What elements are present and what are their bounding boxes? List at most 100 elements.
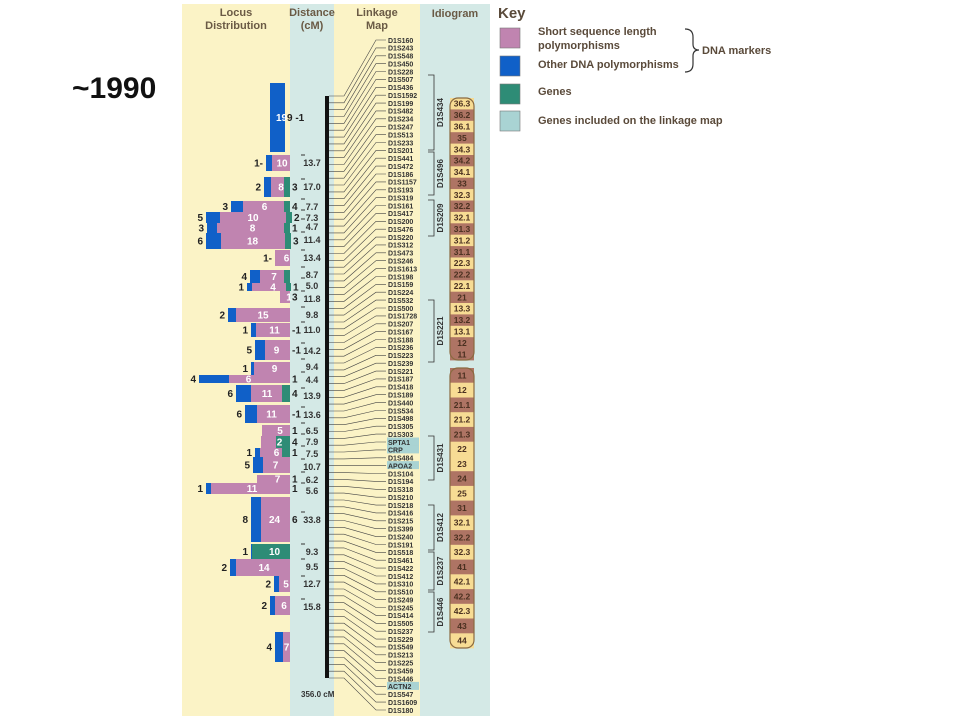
locus-count-left: 4 bbox=[266, 643, 272, 654]
linkage-line bbox=[329, 71, 386, 124]
marker-name: D1S188 bbox=[388, 337, 413, 344]
linkage-line bbox=[329, 354, 386, 371]
locus-count-right: 6 bbox=[292, 515, 298, 526]
locus-count-right: 4 bbox=[292, 438, 298, 449]
distance-value: 4.7 bbox=[306, 222, 319, 232]
marker-name: D1S207 bbox=[388, 322, 413, 329]
marker-name: D1S246 bbox=[388, 259, 413, 266]
linkage-line bbox=[329, 485, 386, 490]
marker-label: D1S198 bbox=[388, 274, 413, 281]
linkage-line bbox=[329, 126, 386, 172]
linkage-line bbox=[329, 574, 386, 593]
linkage-line bbox=[329, 347, 386, 364]
linkage-line bbox=[329, 268, 386, 295]
bracket bbox=[428, 74, 435, 151]
locus-bin: 74 bbox=[241, 270, 290, 283]
locus-count: 6 bbox=[284, 254, 290, 265]
linkage-line bbox=[329, 205, 386, 241]
locus-count-left: 2 bbox=[219, 311, 225, 322]
marker-name: D1S418 bbox=[388, 385, 413, 392]
locus-bar-other bbox=[264, 177, 271, 197]
locus-bar-gene bbox=[284, 177, 290, 197]
locus-count-left: 6 bbox=[236, 410, 242, 421]
band-label: 13.2 bbox=[454, 315, 471, 325]
linkage-line bbox=[329, 284, 386, 309]
chromosome-band bbox=[450, 166, 474, 179]
marker-name: D1S303 bbox=[388, 432, 413, 439]
band-label: 32.2 bbox=[454, 533, 471, 543]
distance-value: 11.8 bbox=[303, 294, 320, 304]
locus-count: 5 bbox=[283, 580, 289, 591]
marker-name: SPTA1 bbox=[388, 440, 410, 447]
distance-value: 15.8 bbox=[303, 602, 321, 612]
locus-bar-gene bbox=[286, 283, 291, 291]
chromosome-p-arm-outline bbox=[449, 97, 475, 361]
marker-label: D1S234 bbox=[388, 117, 413, 124]
marker-label: D1S416 bbox=[388, 511, 413, 518]
marker-name: D1S498 bbox=[388, 416, 413, 423]
linkage-line bbox=[329, 499, 386, 506]
band-label: 22.2 bbox=[454, 270, 471, 280]
bracket bbox=[428, 551, 435, 591]
marker-name: D1S510 bbox=[388, 590, 413, 597]
marker-label: CRP bbox=[387, 445, 419, 455]
marker-name: D1S245 bbox=[388, 605, 413, 612]
distance-value: 10.7 bbox=[303, 462, 321, 472]
band-label: 42.3 bbox=[454, 606, 471, 616]
marker-label: D1S476 bbox=[388, 227, 413, 234]
marker-label: D1S412 bbox=[388, 574, 413, 581]
marker-name: D1S186 bbox=[388, 172, 413, 179]
marker-name: D1S482 bbox=[388, 109, 413, 116]
locus-bar-ssl bbox=[199, 375, 290, 383]
marker-name: D1S319 bbox=[388, 195, 413, 202]
chromosome-band bbox=[450, 177, 474, 190]
locus-count: 5 bbox=[277, 426, 283, 437]
bracket bbox=[428, 199, 435, 237]
linkage-line bbox=[329, 307, 386, 330]
locus-count-left: 5 bbox=[246, 346, 252, 357]
linkage-line bbox=[329, 616, 386, 640]
chromosome-band bbox=[450, 337, 474, 349]
marker-name: D1S236 bbox=[388, 345, 413, 352]
locus-count: 10 bbox=[247, 213, 259, 224]
marker-name: D1S472 bbox=[388, 164, 413, 171]
locus-bar-ssl bbox=[255, 448, 290, 457]
marker-name: D1S193 bbox=[388, 188, 413, 195]
locus-count: 19 bbox=[276, 113, 288, 124]
locus-bar-gene bbox=[285, 233, 291, 249]
band-label: 44 bbox=[457, 636, 467, 646]
locus-bar-other bbox=[251, 497, 261, 542]
band-label: 41 bbox=[457, 562, 467, 572]
locus-count: 6 bbox=[262, 202, 268, 213]
marker-name: ACTN2 bbox=[388, 684, 411, 691]
locus-bar-gene bbox=[282, 448, 290, 457]
marker-name: D1S224 bbox=[388, 290, 413, 297]
band-label: 31.3 bbox=[454, 224, 471, 234]
linkage-line bbox=[329, 513, 386, 522]
marker-name: D1S414 bbox=[388, 613, 413, 620]
locus-bar-other bbox=[230, 559, 236, 576]
marker-name: D1S228 bbox=[388, 69, 413, 76]
locus-bar-other bbox=[231, 201, 243, 212]
marker-name: D1S461 bbox=[388, 558, 413, 565]
locus-bar-other bbox=[228, 308, 236, 322]
linkage-line bbox=[329, 165, 386, 206]
locus-count-left: 6 bbox=[197, 237, 203, 248]
locus-bar-gene bbox=[284, 270, 290, 283]
marker-label: D1S305 bbox=[388, 424, 413, 431]
locus-count: 8 bbox=[250, 224, 256, 235]
chromosome-band bbox=[450, 348, 474, 361]
marker-label: D1S461 bbox=[388, 558, 413, 565]
distance-value: 13.7 bbox=[303, 158, 321, 168]
distance-axis-line bbox=[325, 96, 329, 678]
linkage-line bbox=[329, 339, 386, 357]
linkage-line bbox=[329, 554, 386, 569]
distance-value: 13.4 bbox=[303, 253, 321, 263]
locus-bar-gene bbox=[284, 201, 290, 212]
marker-name: D1S473 bbox=[388, 251, 413, 258]
band-label: 42.2 bbox=[454, 591, 471, 601]
marker-name: D1S180 bbox=[388, 708, 413, 715]
marker-label: D1S548 bbox=[388, 54, 413, 61]
